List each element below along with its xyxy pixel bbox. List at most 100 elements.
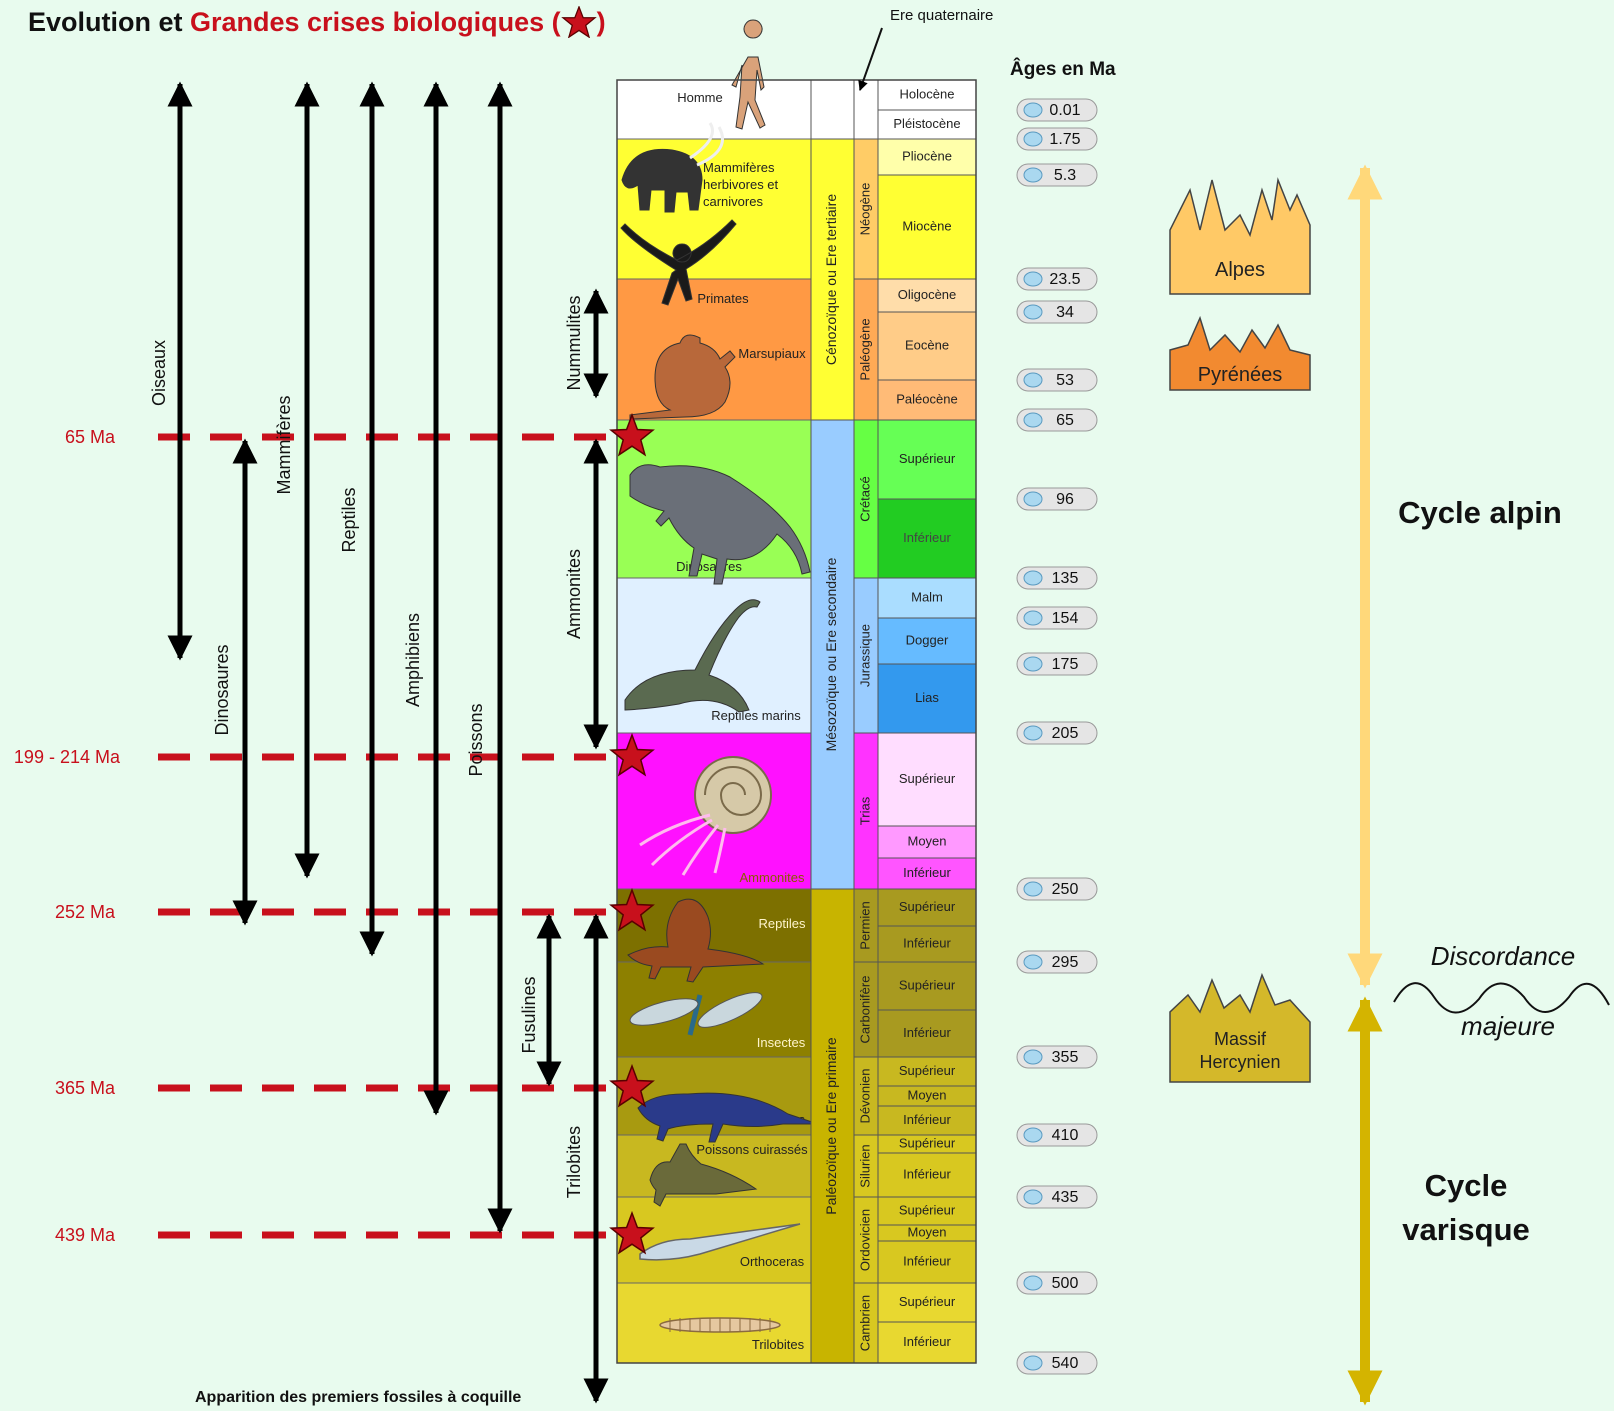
epoch-box — [877, 138, 977, 176]
epoch-label: Dogger — [906, 632, 949, 647]
era-box — [810, 888, 855, 1364]
era-box — [810, 419, 855, 890]
epoch-box — [877, 174, 977, 280]
period-label: Carbonifère — [857, 976, 872, 1044]
epoch-box — [877, 1240, 977, 1284]
crisis-star-icon — [609, 1063, 655, 1108]
amphibian-icon — [637, 1092, 819, 1143]
lineage-label: Trilobites — [564, 1126, 584, 1198]
period-label: Jurassique — [857, 624, 872, 687]
discordance-label: majeure — [1461, 1011, 1555, 1041]
lineage-label: Fusulines — [519, 976, 539, 1053]
period-label: Silurien — [857, 1144, 872, 1187]
fauna-label: Primates — [697, 291, 749, 306]
age-pill-icon — [1023, 102, 1043, 118]
age-value: 355 — [1052, 1049, 1079, 1066]
fauna-label: Dinosaures — [676, 559, 742, 574]
age-value: 1.75 — [1049, 131, 1080, 148]
epoch-label: Pliocène — [902, 148, 952, 163]
epoch-label: Inférieur — [903, 1253, 951, 1268]
age-pill-icon — [1023, 1355, 1043, 1371]
dragonfly-body-icon — [687, 994, 703, 1036]
ammonite-tentacles-icon — [639, 813, 727, 876]
age-pill-icon — [1023, 610, 1043, 626]
age-value: 154 — [1052, 610, 1079, 627]
epoch-label: Supérieur — [899, 977, 956, 992]
period-label: Dévonien — [857, 1069, 872, 1124]
lineage-label: Nummulites — [564, 295, 584, 390]
period-box — [853, 1134, 879, 1198]
age-pill-icon — [1023, 304, 1043, 320]
epoch-label: Miocène — [902, 218, 951, 233]
ammonite-spiral-icon — [704, 766, 763, 816]
epoch-box — [877, 888, 977, 927]
epoch-box — [877, 961, 977, 1011]
age-value: 295 — [1052, 954, 1079, 971]
lineage-label: Amphibiens — [403, 613, 423, 707]
fauna-label: Marsupiaux — [738, 346, 806, 361]
period-box — [853, 732, 879, 890]
lineage-label: Poissons — [466, 703, 486, 776]
period-box — [853, 1056, 879, 1136]
quaternary-arrow — [858, 27, 883, 91]
title-close: ) — [596, 7, 606, 37]
fauna-label: Homme — [677, 90, 723, 105]
epoch-label: Pléistocène — [893, 116, 960, 131]
armored-fish-icon — [649, 1143, 758, 1207]
period-box-quaternary — [853, 79, 879, 140]
epoch-label: Lias — [915, 690, 939, 705]
crisis-label: 65 Ma — [65, 427, 116, 447]
orthoceras-icon — [639, 1223, 801, 1261]
discordance-label: Discordance — [1431, 941, 1576, 971]
age-pill-icon — [1023, 954, 1043, 970]
period-label: Ordovicien — [857, 1209, 872, 1271]
epoch-label: Eocène — [905, 337, 949, 352]
age-value: 96 — [1056, 491, 1074, 508]
age-pill-icon — [1023, 131, 1043, 147]
fauna-label: Orthoceras — [740, 1254, 805, 1269]
epoch-label: Malm — [911, 589, 943, 604]
epoch-label: Moyen — [907, 1087, 946, 1102]
epoch-label: Supérieur — [899, 771, 956, 786]
crisis-star-icon — [609, 887, 655, 932]
era-label: Paléozoïque ou Ere primaire — [823, 1037, 839, 1215]
dinosaur-icon — [629, 464, 811, 585]
dragonfly-wing-icon — [697, 992, 763, 1028]
lineage-label: Dinosaures — [212, 644, 232, 735]
epoch-box — [877, 857, 977, 890]
age-value: 175 — [1052, 656, 1079, 673]
period-box — [853, 1196, 879, 1284]
age-value: 500 — [1052, 1275, 1079, 1292]
epoch-box — [877, 1105, 977, 1136]
epoch-label: Inférieur — [903, 1112, 951, 1127]
period-box — [853, 961, 879, 1058]
crisis-label: 252 Ma — [55, 902, 116, 922]
epoch-label: Supérieur — [899, 1135, 956, 1150]
crisis-star-icon — [560, 6, 597, 38]
plesiosaur-icon — [624, 599, 761, 713]
ages-header: Âges en Ma — [1010, 58, 1116, 80]
mountain-icon — [1169, 972, 1311, 1083]
title-black: Evolution et — [28, 7, 190, 37]
crisis-star-icon — [609, 732, 655, 777]
age-pill-icon — [1023, 1275, 1043, 1291]
epoch-box — [877, 825, 977, 859]
epoch-label: Supérieur — [899, 899, 956, 914]
discordance-wave — [1393, 982, 1610, 1014]
tusk-icon — [689, 122, 724, 167]
dragonfly-wing-icon — [629, 998, 699, 1026]
epoch-box — [877, 109, 977, 140]
period-box — [853, 278, 879, 421]
era-label: Mésozoïque ou Ere secondaire — [823, 557, 839, 751]
age-pill-icon — [1023, 1049, 1043, 1065]
era-box — [810, 138, 855, 421]
epoch-box — [877, 732, 977, 827]
age-pill-icon — [1023, 725, 1043, 741]
era-box-quaternary — [810, 79, 855, 140]
period-label: Cambrien — [857, 1295, 872, 1351]
epoch-box — [877, 79, 977, 111]
mountain-icon — [1169, 177, 1311, 295]
